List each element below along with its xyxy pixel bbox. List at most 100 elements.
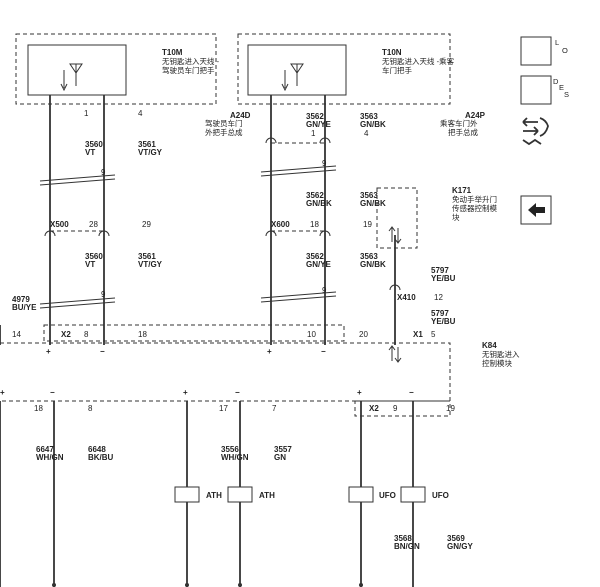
arrow-down-icon xyxy=(60,70,68,92)
pin-label: 1 xyxy=(311,129,316,138)
pin-label: 20 xyxy=(359,330,368,339)
pin-label: 4 xyxy=(138,109,143,118)
wire-number: 3563 xyxy=(360,112,378,121)
wire-number: 5797 xyxy=(431,266,449,275)
connector-id: X1 xyxy=(413,330,423,339)
connector-id: X2 xyxy=(61,330,71,339)
svg-text:E: E xyxy=(559,83,564,92)
load-label: ATH xyxy=(259,491,275,500)
wire-number: 3556 xyxy=(221,445,239,454)
arrow-down-icon xyxy=(281,70,289,92)
left-arrow-icon xyxy=(520,195,552,225)
wire-color: WH/GN xyxy=(36,453,64,462)
terminal xyxy=(265,137,277,144)
connector-id: X2 xyxy=(369,404,379,413)
legend-lo: L O xyxy=(520,36,568,66)
pin-label: 4 xyxy=(364,129,369,138)
connector-id: X500 xyxy=(50,220,69,229)
t10m-desc-line1: 无钥匙进入天线 - xyxy=(162,56,220,66)
keyless-entry-icon xyxy=(522,117,549,146)
wire-number: 3563 xyxy=(360,252,378,261)
svg-text:L: L xyxy=(555,38,559,47)
polarity-minus: − xyxy=(409,388,414,397)
pin-label: 8 xyxy=(84,330,89,339)
bidirectional-arrow-icon xyxy=(388,226,402,244)
polarity-plus: + xyxy=(183,388,188,397)
legend-des: D E S xyxy=(520,75,569,105)
twist-label: 9 xyxy=(101,290,106,299)
wire-number: 3568 xyxy=(394,534,412,543)
terminal xyxy=(265,230,331,237)
svg-text:O: O xyxy=(562,46,568,55)
pin-label: 18 xyxy=(138,330,147,339)
antenna-icon xyxy=(290,63,304,86)
twist-label: 9 xyxy=(322,159,327,168)
k84-module: K84 无钥匙进入 控制模块 xyxy=(0,324,520,402)
ufo-load xyxy=(348,486,374,503)
t10m-desc-line2: 驾驶员车门把手 xyxy=(162,65,215,75)
k171-id: K171 xyxy=(452,186,472,195)
wire-number: 3560 xyxy=(85,252,103,261)
wire-number: 6648 xyxy=(88,445,106,454)
pin-label: 18 xyxy=(34,404,43,413)
twisted-pair-mark xyxy=(260,295,337,303)
k171-boundary xyxy=(376,187,418,249)
t10n-boundary xyxy=(237,33,451,105)
pin-label: 28 xyxy=(89,220,98,229)
wire-color: YE/BU xyxy=(431,317,456,326)
antenna-icon xyxy=(69,63,83,86)
wire-color: VT xyxy=(85,148,95,157)
wire-number: 3560 xyxy=(85,140,103,149)
wire-color: BN/GN xyxy=(394,542,420,551)
t10n-desc-line2: 车门把手 xyxy=(382,65,412,75)
k84-id: K84 xyxy=(482,341,497,350)
wire-color: GN/YE xyxy=(306,120,332,129)
connector-id: X410 xyxy=(397,293,416,302)
t10m-boundary xyxy=(15,33,217,105)
a24p-id: A24P xyxy=(465,111,486,120)
t10m-id: T10M xyxy=(162,48,183,57)
svg-text:S: S xyxy=(564,90,569,99)
wire-color: GN xyxy=(274,453,286,462)
wire-color: YE/BU xyxy=(431,274,456,283)
wire-color: BU/YE xyxy=(12,303,37,312)
wire-color: GN/YE xyxy=(306,260,332,269)
k171-desc-line2: 传感器控制模 xyxy=(452,203,497,213)
polarity-minus: − xyxy=(50,388,55,397)
wire-number: 3561 xyxy=(138,140,156,149)
splice-dot xyxy=(359,583,363,587)
wire-color: GN/BK xyxy=(360,199,386,208)
pin-label: 17 xyxy=(219,404,228,413)
pin-label: 9 xyxy=(393,404,398,413)
a24d-desc-line1: 驾驶员车门 xyxy=(205,118,243,128)
load-label: ATH xyxy=(206,491,222,500)
wire-number: 3557 xyxy=(274,445,292,454)
pin-label: 19 xyxy=(446,404,455,413)
svg-text:D: D xyxy=(553,77,559,86)
twisted-pair-mark xyxy=(260,169,337,177)
polarity-minus: − xyxy=(321,347,326,356)
wire-color: WH/GN xyxy=(221,453,249,462)
wire-number: 4979 xyxy=(12,295,30,304)
splice-dot xyxy=(185,583,189,587)
a24d-id: A24D xyxy=(230,111,251,120)
pin-label: 5 xyxy=(431,330,436,339)
k84-desc-line2: 控制模块 xyxy=(482,358,512,368)
twisted-pair-mark xyxy=(260,165,337,173)
twisted-pair-mark xyxy=(39,297,116,305)
wire-number: 3563 xyxy=(360,191,378,200)
t10m-body xyxy=(27,44,127,96)
ufo-load xyxy=(400,486,426,503)
pin-label: 29 xyxy=(142,220,151,229)
twist-label: 9 xyxy=(101,168,106,177)
pin-label: 12 xyxy=(434,293,443,302)
pin-label: 18 xyxy=(310,220,319,229)
polarity-minus: − xyxy=(100,347,105,356)
splice-dot xyxy=(52,583,56,587)
wire-number: 3562 xyxy=(306,252,324,261)
ath-load xyxy=(174,486,200,503)
polarity-minus: − xyxy=(235,388,240,397)
wire-number: 3562 xyxy=(306,191,324,200)
wire-color: VT/GY xyxy=(138,260,163,269)
